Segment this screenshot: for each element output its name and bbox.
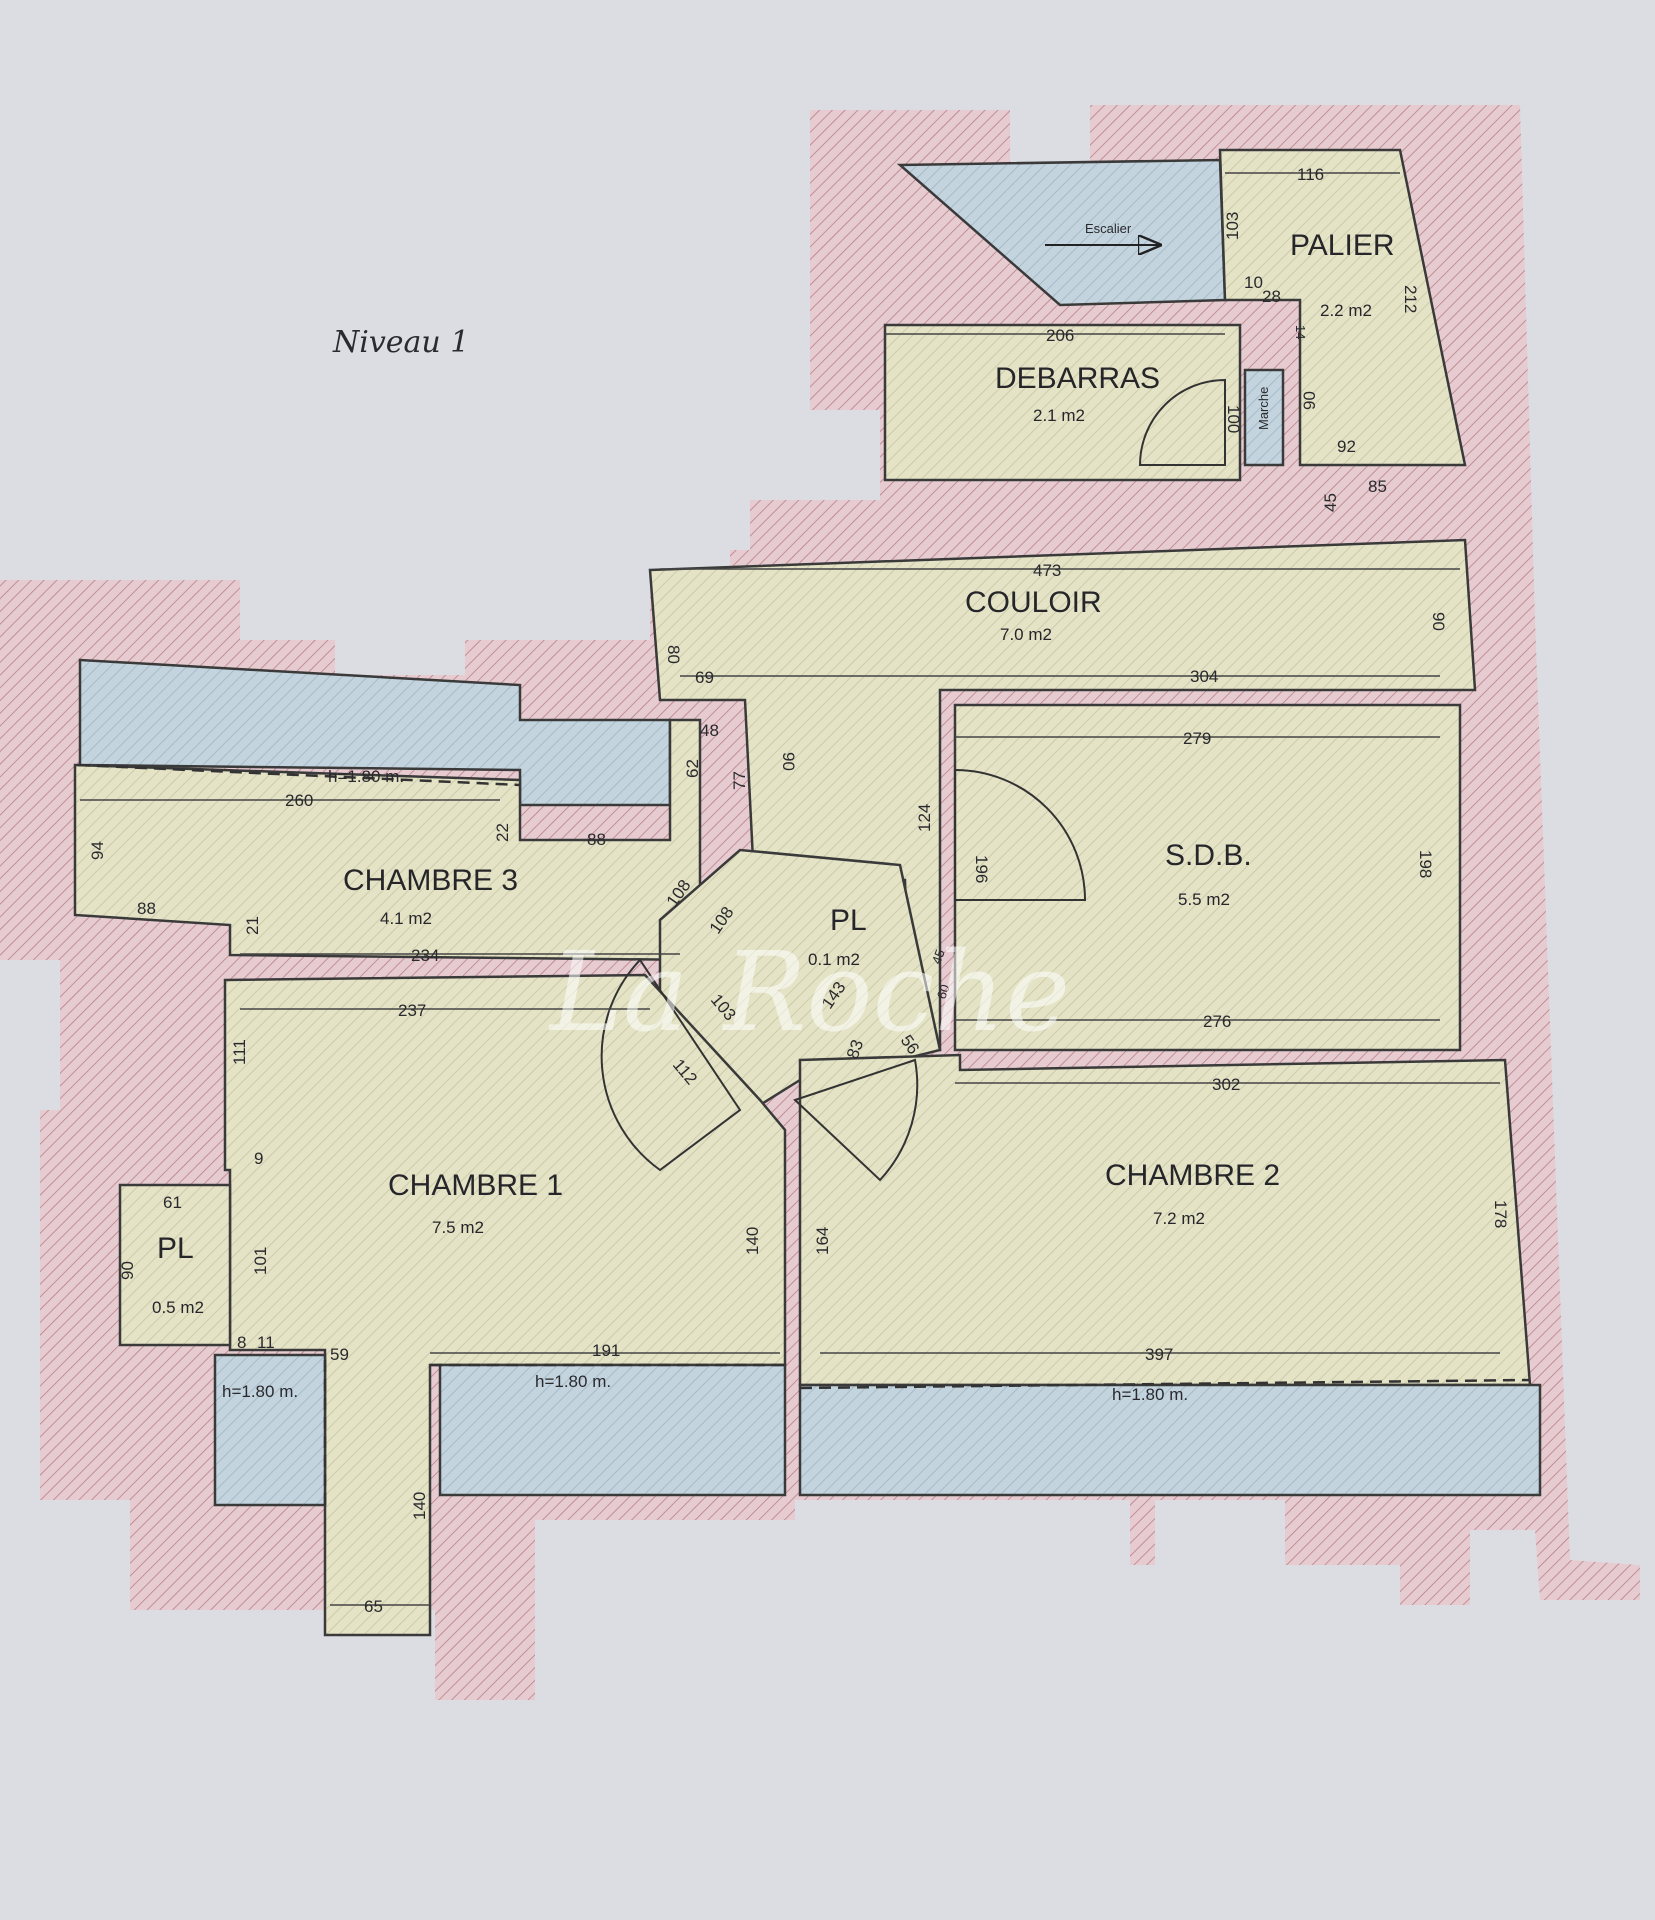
chambre3-height-note: h=1.80 m. <box>328 767 404 786</box>
chambre2-area: 7.2 m2 <box>1153 1209 1205 1228</box>
sdb-door <box>954 768 1087 901</box>
room-pl-left <box>118 1183 232 1347</box>
dim-c2-178: 178 <box>1491 1200 1510 1228</box>
pl-center-area: 0.1 m2 <box>808 950 860 969</box>
room-sdb <box>953 703 1462 1052</box>
chambre1-door <box>600 958 742 1172</box>
dim-sdb-right: 198 <box>1416 850 1435 878</box>
dim-couloir-304: 304 <box>1190 667 1218 686</box>
chambre2-height-note: h=1.80 m. <box>1112 1385 1188 1404</box>
watermark: La Roche <box>548 928 1070 1056</box>
sdb-name: S.D.B. <box>1165 839 1252 872</box>
chambre2-name: CHAMBRE 2 <box>1105 1159 1280 1192</box>
dim-c1-65: 65 <box>364 1597 383 1616</box>
chambre2-door <box>793 1058 919 1182</box>
dim-c3-260: 260 <box>285 791 313 810</box>
sdb-area: 5.5 m2 <box>1178 890 1230 909</box>
staircase-label: Escalier <box>1085 221 1132 236</box>
dim-couloir-top: 473 <box>1033 561 1061 580</box>
dim-palier-14: 14 <box>1293 325 1308 339</box>
pl-left-area: 0.5 m2 <box>152 1298 204 1317</box>
chambre3-area: 4.1 m2 <box>380 909 432 928</box>
chambre1-name: CHAMBRE 1 <box>388 1169 563 1202</box>
chambre1-area: 7.5 m2 <box>432 1218 484 1237</box>
debarras-name: DEBARRAS <box>995 362 1160 395</box>
dim-77: 77 <box>730 771 749 790</box>
pl-left-name: PL <box>157 1232 194 1265</box>
dim-palier-right: 212 <box>1401 285 1420 313</box>
chambre1-attic-right <box>438 1363 787 1497</box>
dim-couloir-69: 69 <box>695 668 714 687</box>
debarras-door <box>1138 378 1226 466</box>
dim-sdb-left: 196 <box>972 855 991 883</box>
palier-area: 2.2 m2 <box>1320 301 1372 320</box>
room-palier <box>1218 148 1467 467</box>
dim-c2-397: 397 <box>1145 1345 1173 1364</box>
couloir-area: 7.0 m2 <box>1000 625 1052 644</box>
chambre1-attic-left <box>213 1353 327 1507</box>
palier-name: PALIER <box>1290 229 1395 262</box>
marche-label: Marche <box>1256 387 1271 430</box>
dimension-lines <box>80 172 1500 1606</box>
dim-couloir-right: 90 <box>1429 612 1448 631</box>
dim-c2-164: 164 <box>813 1227 832 1255</box>
room-debarras <box>883 323 1242 482</box>
dim-palier-left: 103 <box>1223 212 1242 240</box>
dim-c1-59: 59 <box>330 1345 349 1364</box>
dim-124: 124 <box>915 804 934 832</box>
marche-step <box>1243 368 1285 467</box>
dim-90: 90 <box>1300 391 1319 410</box>
couloir-name: COULOIR <box>965 586 1102 619</box>
dim-c1-9: 9 <box>254 1149 263 1168</box>
debarras-area: 2.1 m2 <box>1033 406 1085 425</box>
dim-c1-140b: 140 <box>410 1492 429 1520</box>
dim-pl-45: 45 <box>929 947 948 966</box>
dim-pl-60: 60 <box>934 982 953 1001</box>
dim-c2-302: 302 <box>1212 1075 1240 1094</box>
dim-c1-61: 61 <box>163 1193 182 1212</box>
chambre1-height-note-left: h=1.80 m. <box>222 1382 298 1401</box>
dim-c3-94: 94 <box>88 841 107 860</box>
dim-92: 92 <box>1337 437 1356 456</box>
dim-c1-111: 111 <box>230 1039 249 1065</box>
chambre2-attic <box>798 1383 1542 1497</box>
room-chambre3 <box>73 718 702 962</box>
room-chambre1 <box>223 973 787 1637</box>
dim-85: 85 <box>1368 477 1387 496</box>
dim-palier-28: 28 <box>1262 287 1281 306</box>
pl-center-name: PL <box>830 904 867 937</box>
openings <box>0 105 1285 1720</box>
dim-sdb-top: 279 <box>1183 729 1211 748</box>
dim-c3-234: 234 <box>411 946 439 965</box>
dim-debarras-100: 100 <box>1224 405 1243 433</box>
dim-c3-88a: 88 <box>587 830 606 849</box>
dim-c1-191: 191 <box>592 1341 620 1360</box>
dim-c3-88b: 88 <box>137 899 156 918</box>
dim-c1-140a: 140 <box>743 1227 762 1255</box>
dim-62: 62 <box>683 759 702 778</box>
dim-couloir-left: 80 <box>664 645 683 664</box>
dim-c1-237: 237 <box>398 1001 426 1020</box>
dim-48: 48 <box>700 721 719 740</box>
dim-90-c: 90 <box>779 752 798 771</box>
dim-palier-top: 116 <box>1297 165 1324 184</box>
dim-debarras-top: 206 <box>1046 326 1074 345</box>
dim-c3-21: 21 <box>243 916 262 935</box>
level-title: Niveau 1 <box>332 325 469 360</box>
chambre1-height-note-right: h=1.80 m. <box>535 1372 611 1391</box>
dim-c1-101: 101 <box>251 1247 270 1275</box>
dim-c1-90: 90 <box>118 1261 137 1280</box>
dim-45: 45 <box>1321 493 1340 512</box>
dim-c1-8: 8 <box>237 1333 246 1352</box>
dim-c1-11: 11 <box>257 1333 275 1352</box>
dim-palier-10: 10 <box>1244 273 1263 292</box>
dim-c3-22: 22 <box>493 823 512 842</box>
dim-sdb-bottom: 276 <box>1203 1012 1231 1031</box>
chambre3-name: CHAMBRE 3 <box>343 864 518 897</box>
